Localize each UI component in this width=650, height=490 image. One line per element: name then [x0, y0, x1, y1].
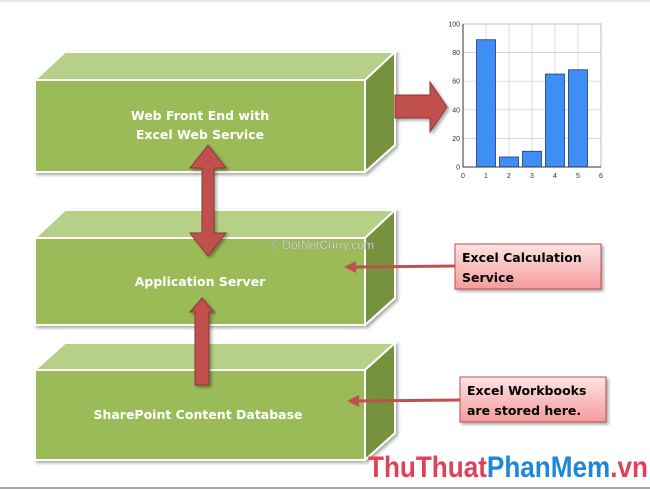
- watermark-part-1: ThuThuat: [368, 451, 487, 484]
- x-tick-label: 2: [507, 173, 511, 180]
- callout-1-line-2: Service: [462, 270, 514, 285]
- copyright-text: © DotNetCurry.com: [270, 238, 374, 252]
- up-arrow-icon: [188, 297, 216, 386]
- web-front-end-label-1: Web Front End with: [131, 108, 269, 123]
- bar: [476, 39, 496, 168]
- box-application-server: [32, 207, 398, 328]
- callout-2-line-1: Excel Workbooks: [467, 383, 586, 398]
- bar: [522, 150, 542, 168]
- watermark: ThuThuatPhanMem.vn: [368, 451, 648, 484]
- right-block-arrow-icon: [394, 80, 448, 134]
- x-tick-label: 1: [484, 173, 488, 180]
- callout-1-line-1: Excel Calculation: [462, 250, 582, 265]
- y-tick-label: 100: [448, 22, 460, 29]
- content-database-label: SharePoint Content Database: [93, 407, 302, 422]
- callout-calculation-service: [454, 243, 602, 290]
- watermark-part-3: .vn: [610, 451, 648, 484]
- callout-workbooks: [459, 376, 607, 423]
- web-front-end-label-2: Excel Web Service: [136, 127, 264, 142]
- bar-chart: 0 20 40 60 80 100 0 1 2 3 4 5 6: [448, 22, 603, 181]
- callout-arrow-2: [347, 395, 463, 407]
- y-tick-label: 60: [452, 79, 460, 86]
- box-web-front-end: [32, 49, 398, 175]
- x-tick-label: 6: [599, 173, 603, 180]
- x-tick-label: 3: [530, 173, 534, 180]
- callout-arrow-1: [344, 261, 456, 273]
- callout-2-line-2: are stored here.: [467, 403, 581, 418]
- y-tick-label: 80: [452, 50, 460, 57]
- x-tick-label: 5: [576, 173, 580, 180]
- double-arrow-icon: [188, 144, 228, 257]
- y-tick-label: 20: [452, 136, 460, 143]
- x-tick-label: 0: [461, 173, 465, 180]
- watermark-part-2: PhanMem: [487, 451, 610, 484]
- bar: [568, 69, 588, 168]
- application-server-label: Application Server: [135, 274, 266, 289]
- bar: [545, 73, 565, 168]
- y-tick-label: 0: [456, 165, 460, 172]
- x-tick-label: 4: [553, 173, 557, 180]
- bar: [499, 156, 519, 168]
- y-tick-label: 40: [452, 107, 460, 114]
- box-content-database: [32, 340, 398, 463]
